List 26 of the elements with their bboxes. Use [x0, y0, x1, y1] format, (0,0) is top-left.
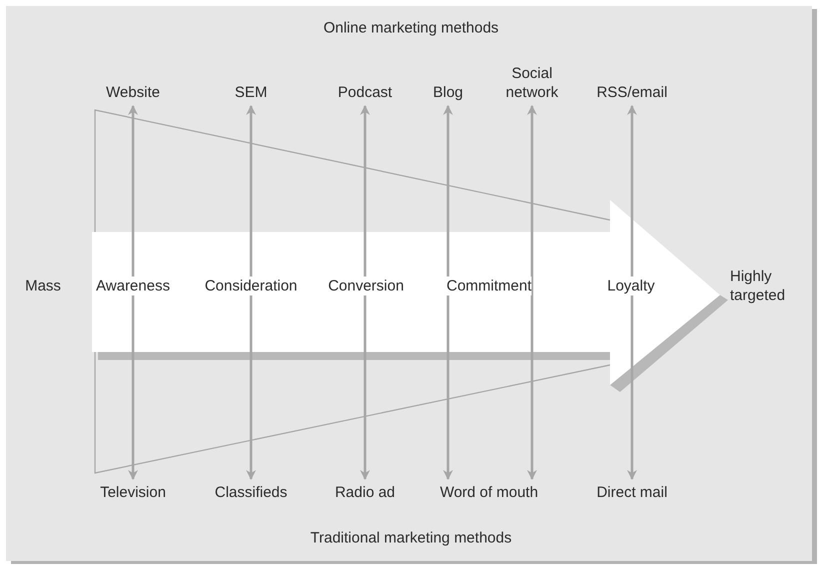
method-label: Social network: [504, 64, 560, 102]
method-label: Blog: [432, 83, 464, 102]
double-arrow: [443, 105, 453, 480]
method-label: SEM: [234, 83, 268, 102]
double-arrow: [128, 105, 138, 480]
double-arrow: [627, 105, 637, 480]
stage-label: Highly targeted: [730, 267, 786, 305]
stage-label: Commitment: [446, 276, 532, 296]
double-arrow: [360, 105, 370, 480]
stage-label: Consideration: [204, 276, 298, 296]
section-heading: Online marketing methods: [323, 18, 499, 38]
method-label: Classifieds: [214, 483, 288, 502]
method-label: Word of mouth: [440, 483, 538, 502]
double-arrow: [246, 105, 256, 480]
method-label: Direct mail: [596, 483, 668, 502]
method-label: RSS/email: [596, 83, 668, 102]
stage-label: Conversion: [328, 276, 404, 296]
stage-label: Mass: [25, 276, 61, 296]
method-label: Television: [100, 483, 166, 502]
double-arrow: [527, 105, 537, 480]
method-label: Radio ad: [334, 483, 396, 502]
method-label: Podcast: [338, 83, 392, 102]
section-heading: Traditional marketing methods: [310, 528, 512, 548]
stage-label: Loyalty: [607, 276, 655, 296]
method-label: Website: [106, 83, 160, 102]
stage-label: Awareness: [96, 276, 170, 296]
